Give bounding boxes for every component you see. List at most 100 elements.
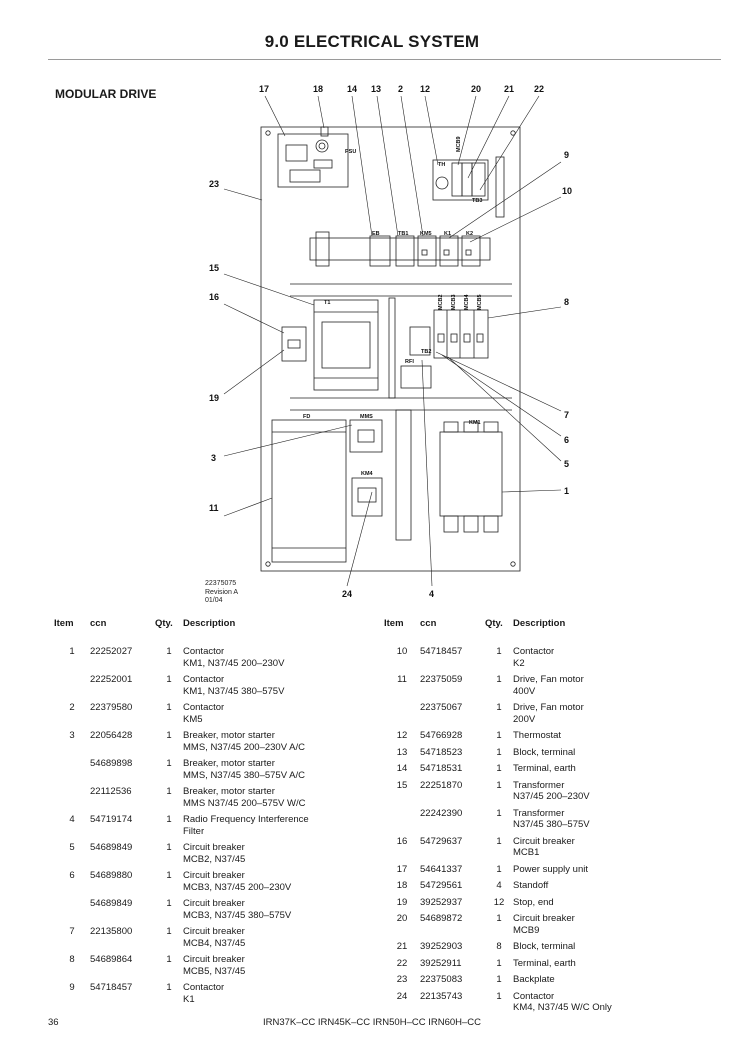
description-line: MMS, N37/45 200–230V A/C <box>183 741 305 753</box>
cell-item: 1 <box>69 646 75 657</box>
description-line: MCB3, N37/45 380–575V <box>183 909 292 921</box>
mcb1-breaker <box>281 326 307 362</box>
cell-item: 3 <box>69 730 75 741</box>
description-line: MCB4, N37/45 <box>183 937 246 949</box>
label-eb: EB <box>372 231 380 237</box>
cell-item: 17 <box>396 863 408 875</box>
rfi-filter <box>400 365 432 389</box>
cell-qty: 12 <box>493 896 505 908</box>
description-line: Terminal, earth <box>513 763 576 774</box>
drawing-reference: 22375075 Revision A 01/04 <box>205 580 238 606</box>
cell-item: 14 <box>396 763 408 774</box>
label-th: TH <box>438 162 445 168</box>
cell-qty: 1 <box>496 646 502 657</box>
cell-qty: 8 <box>496 941 502 952</box>
cell-item: 9 <box>69 982 75 993</box>
cell-item: 11 <box>397 674 407 685</box>
cell-qty: 1 <box>166 702 172 713</box>
description-line: 200V <box>513 713 536 725</box>
cell-qty: 1 <box>496 957 502 969</box>
cell-qty: 1 <box>166 646 172 657</box>
cell-ccn: 22252001 <box>90 674 133 685</box>
cell-item: 20 <box>396 913 408 924</box>
cell-ccn: 22379580 <box>90 702 133 713</box>
label-t1: T1 <box>324 300 330 306</box>
cell-description: Stop, end <box>513 897 683 914</box>
callout-4: 4 <box>429 589 434 599</box>
description-line: Breaker, motor starter <box>183 730 275 741</box>
callout-11: 11 <box>209 503 219 513</box>
cell-item: 22 <box>396 957 408 969</box>
cell-qty: 1 <box>496 913 502 924</box>
label-km4: KM4 <box>361 471 374 477</box>
cell-item: 13 <box>396 746 408 758</box>
table-header: Item ccn Qty. Description <box>54 618 353 646</box>
cell-qty: 1 <box>166 730 172 741</box>
cell-item: 21 <box>396 941 408 952</box>
description-line: Stop, end <box>513 896 554 908</box>
label-tb2: TB2 <box>421 349 431 355</box>
th-mcb9-assembly <box>432 159 489 201</box>
cell-ccn: 54718457 <box>90 982 133 993</box>
description-line: K1 <box>183 993 195 1005</box>
cell-qty: 1 <box>166 814 172 825</box>
header-item: Item <box>384 618 404 629</box>
cell-qty: 1 <box>166 870 172 881</box>
cell-item: 15 <box>396 779 408 791</box>
cell-item: 10 <box>396 646 408 657</box>
description-line: MCB2, N37/45 <box>183 853 246 865</box>
description-line: Drive, Fan motor <box>513 674 584 685</box>
description-line: KM1, N37/45 380–575V <box>183 685 285 697</box>
description-line: Circuit breaker <box>183 898 245 909</box>
cell-ccn: 22375059 <box>420 674 463 685</box>
description-line: Circuit breaker <box>183 954 245 965</box>
description-line: MCB5, N37/45 <box>183 965 246 977</box>
callout-6: 6 <box>564 435 569 445</box>
callout-18: 18 <box>313 84 323 94</box>
cell-qty: 1 <box>496 807 502 819</box>
title-divider <box>48 59 721 60</box>
description-line: KM1, N37/45 200–230V <box>183 657 285 669</box>
cell-ccn: 54689864 <box>90 954 133 965</box>
cell-qty: 1 <box>496 763 502 774</box>
callout-24: 24 <box>342 589 352 599</box>
cell-item: 4 <box>69 814 75 825</box>
cell-qty: 1 <box>166 674 172 685</box>
description-line: Block, terminal <box>513 941 576 952</box>
description-line: MMS, N37/45 380–575V A/C <box>183 769 305 781</box>
description-line: Circuit breaker <box>513 835 575 847</box>
transformer-t1 <box>313 299 379 391</box>
cell-item <box>54 674 90 702</box>
label-tb3: TB3 <box>472 198 482 204</box>
description-line: Contactor <box>183 646 225 657</box>
cell-qty: 1 <box>166 954 172 965</box>
callout-14: 14 <box>347 84 357 94</box>
cell-ccn: 22252027 <box>90 646 133 657</box>
callout-2: 2 <box>398 84 403 94</box>
cell-qty: 1 <box>496 746 502 758</box>
cell-description: Thermostat <box>513 730 683 747</box>
cell-item: 18 <box>396 880 408 891</box>
description-line: K2 <box>513 657 525 669</box>
cell-qty: 1 <box>496 974 502 985</box>
cell-ccn: 54719174 <box>90 814 133 825</box>
